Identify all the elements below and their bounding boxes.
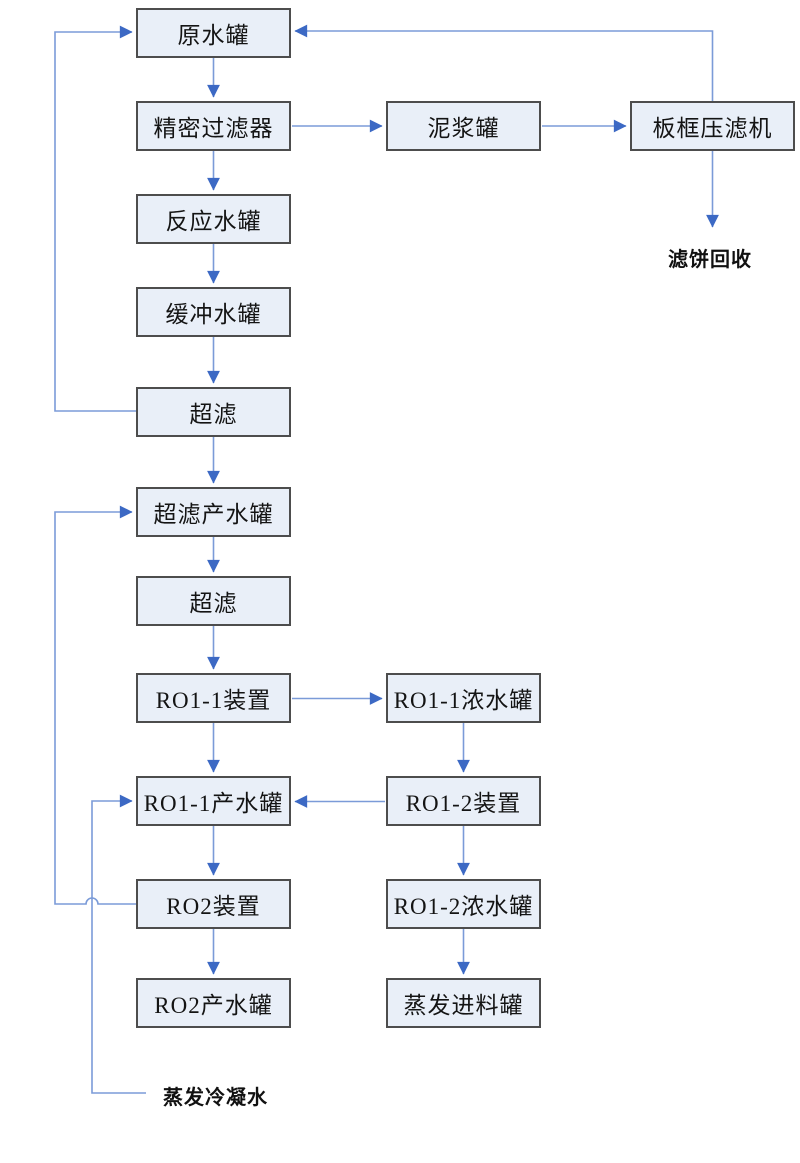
node-ultrafiltration-1: 超滤 — [136, 387, 291, 437]
node-ro1-2-concentrate-tank: RO1-2浓水罐 — [386, 879, 541, 929]
label-evaporation-condensate: 蒸发冷凝水 — [163, 1087, 268, 1109]
node-ro1-1-concentrate-tank: RO1-1浓水罐 — [386, 673, 541, 723]
node-ro1-1-product-water-tank: RO1-1产水罐 — [136, 776, 291, 826]
node-slurry-tank: 泥浆罐 — [386, 101, 541, 151]
edge-ro2unit-to-ufproducttank — [54, 505, 136, 905]
edge-press-to-rawtank — [294, 24, 714, 101]
node-precision-filter: 精密过滤器 — [136, 101, 291, 151]
node-plate-frame-filter-press: 板框压滤机 — [630, 101, 795, 151]
node-ro2-unit: RO2装置 — [136, 879, 291, 929]
node-uf-product-water-tank: 超滤产水罐 — [136, 487, 291, 537]
edge-uf1-to-rawtank — [54, 25, 136, 412]
node-ultrafiltration-2: 超滤 — [136, 576, 291, 626]
node-ro1-1-unit: RO1-1装置 — [136, 673, 291, 723]
edge-condensate-to-ro11product — [91, 794, 146, 1094]
node-ro2-product-water-tank: RO2产水罐 — [136, 978, 291, 1028]
node-ro1-2-unit: RO1-2装置 — [386, 776, 541, 826]
node-buffer-water-tank: 缓冲水罐 — [136, 287, 291, 337]
node-evaporation-feed-tank: 蒸发进料罐 — [386, 978, 541, 1028]
node-reaction-water-tank: 反应水罐 — [136, 194, 291, 244]
node-raw-water-tank: 原水罐 — [136, 8, 291, 58]
label-filter-cake-recovery: 滤饼回收 — [668, 249, 752, 271]
